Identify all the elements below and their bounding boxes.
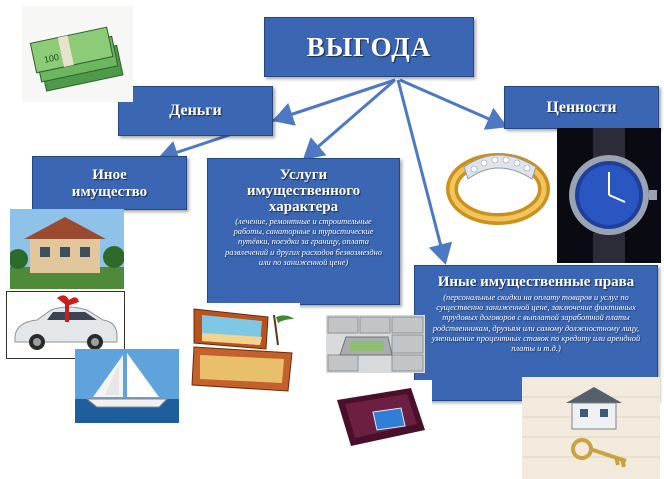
suitcase-image <box>188 303 300 398</box>
car-image <box>6 291 125 359</box>
money-stack-icon: 100 <box>22 6 133 102</box>
arrow-to-services <box>302 78 396 160</box>
arrow-to-rights <box>396 79 453 265</box>
services-note: (лечение, ремонтные и строительные работ… <box>225 217 382 267</box>
house-keys-icon <box>522 377 660 479</box>
root-box: ВЫГОДА <box>264 17 474 77</box>
services-box: Услуги имущественного характера (лечение… <box>207 158 400 305</box>
money-box: Деньги <box>118 86 273 136</box>
rights-label: Иные имущественные права <box>437 274 635 290</box>
watch-image <box>557 128 661 263</box>
root-label: ВЫГОДА <box>306 32 432 62</box>
valuables-box: Ценности <box>504 86 659 129</box>
yacht-icon <box>75 349 179 423</box>
bank-card-icon <box>329 380 432 458</box>
ring-image <box>440 137 558 232</box>
house-icon <box>10 209 124 289</box>
suitcase-icon <box>188 303 300 398</box>
arrow-to-other-property <box>157 78 396 164</box>
safe-drawer-image <box>326 315 425 373</box>
arrow-to-valuables <box>399 78 508 130</box>
yacht-image <box>75 349 179 423</box>
other-property-box: Иное имущество <box>32 156 187 210</box>
money-label: Деньги <box>169 102 222 119</box>
rights-note: (персональные скидки на оплату товаров и… <box>431 293 641 354</box>
ring-icon <box>440 137 558 232</box>
car-icon <box>7 292 124 358</box>
money-stack-text: 100 <box>43 52 60 65</box>
safe-drawer-icon <box>326 315 425 373</box>
bank-card-image <box>329 380 432 458</box>
watch-icon <box>557 128 661 263</box>
services-label: Услуги имущественного характера <box>246 167 361 215</box>
house-keys-image <box>522 377 660 479</box>
valuables-label: Ценности <box>546 99 617 116</box>
other-property-label: Иное имущество <box>71 167 148 200</box>
house-image <box>10 209 124 289</box>
rights-box: Иные имущественные права (персональные с… <box>414 265 658 401</box>
money-stack-image: 100 <box>22 6 133 102</box>
